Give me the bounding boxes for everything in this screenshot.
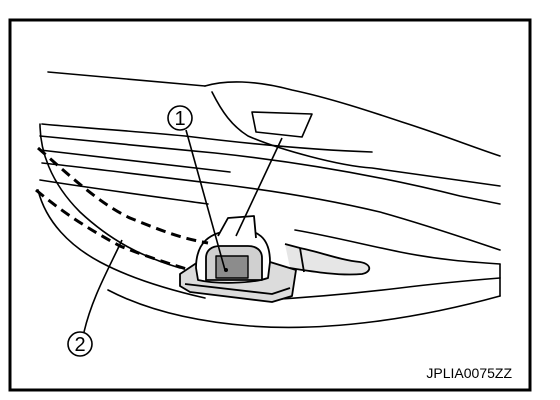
leader-lines xyxy=(83,129,283,333)
component-assembly xyxy=(179,215,371,303)
leader-line-2 xyxy=(83,239,123,333)
figure-border xyxy=(8,18,532,392)
image-code: JPLIA0075ZZ xyxy=(426,365,512,381)
leader-line-1 xyxy=(185,129,226,271)
callout-2-label: 2 xyxy=(74,334,85,356)
callout-1: 1 xyxy=(167,105,193,131)
leader-line-1-badge xyxy=(235,137,283,237)
callout-2: 2 xyxy=(67,331,93,357)
callout-1-label: 1 xyxy=(174,108,185,130)
